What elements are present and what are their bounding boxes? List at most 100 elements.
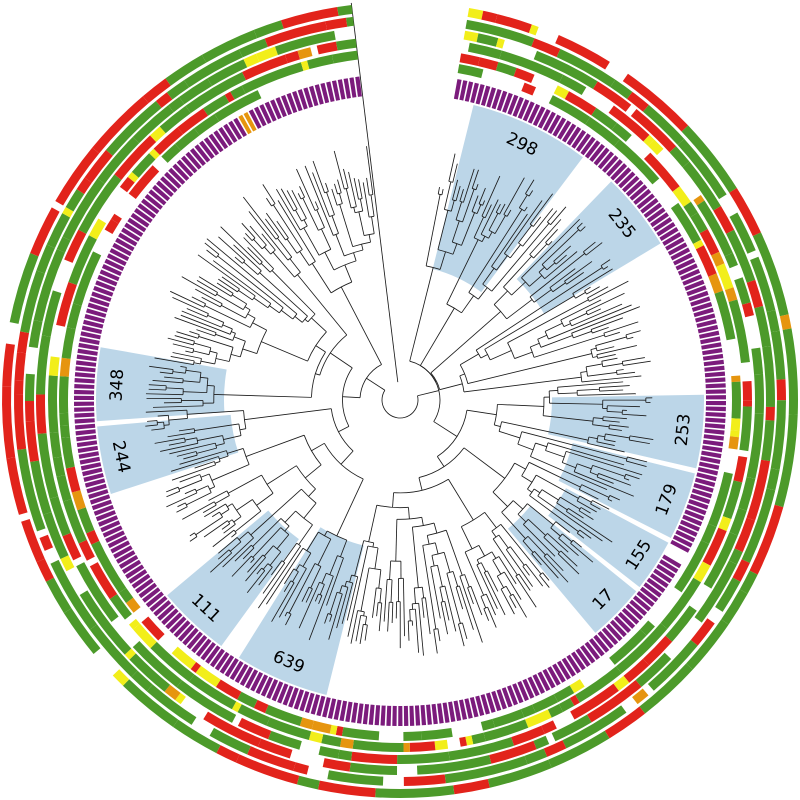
tree-arc — [585, 366, 588, 377]
tree-branch — [533, 488, 541, 494]
tree-branch — [452, 243, 458, 255]
tree-branch — [183, 391, 207, 394]
ring-segment — [62, 178, 105, 241]
tree-branch — [363, 611, 365, 616]
ring-cell — [177, 624, 195, 642]
tree-arc — [311, 351, 326, 398]
ring-cell — [679, 519, 700, 532]
ring-cell — [76, 440, 98, 448]
ring-segment — [59, 357, 71, 377]
tree-arc — [497, 571, 505, 577]
ring-segment — [129, 653, 171, 692]
tree-branch — [487, 606, 497, 628]
ring-cell — [83, 473, 104, 482]
ring-segment — [159, 105, 191, 134]
ring-segment — [50, 559, 98, 630]
ring-segment — [165, 54, 207, 86]
tree-branch — [452, 163, 458, 183]
ring-segment — [708, 471, 733, 527]
ring-segment — [60, 555, 75, 572]
tree-branch — [257, 545, 302, 609]
ring-segment — [729, 507, 747, 536]
ring-segment — [752, 232, 789, 317]
ring-segment — [750, 256, 776, 313]
ring-segment — [495, 14, 532, 33]
tree-branch — [340, 450, 354, 465]
ring-cell — [702, 353, 724, 361]
ring-segment — [112, 669, 130, 686]
ring-cell — [705, 383, 726, 389]
tree-branch — [252, 518, 282, 547]
tree-branch — [276, 188, 301, 231]
ring-cell — [459, 80, 468, 101]
tree-branch — [207, 384, 215, 387]
tree-branch — [302, 552, 312, 567]
ring-segment — [337, 749, 353, 761]
tree-branch — [492, 559, 502, 575]
ring-cell — [74, 372, 96, 378]
tree-arc — [236, 537, 242, 543]
tree-branch — [280, 309, 294, 320]
ring-segment — [665, 605, 697, 642]
tree-branch — [329, 614, 333, 622]
ring-segment — [351, 751, 398, 764]
ring-segment — [551, 714, 592, 742]
ring-cell — [621, 607, 640, 625]
tree-arc — [337, 192, 342, 195]
ring-cell — [310, 694, 320, 715]
tree-branch — [329, 555, 338, 575]
tree-branch — [170, 456, 219, 472]
tree-branch — [575, 292, 586, 299]
ring-cell — [250, 671, 264, 692]
tree-branch — [481, 236, 486, 242]
tree-branch — [439, 587, 444, 602]
tree-branch — [496, 255, 508, 271]
tree-branch — [481, 175, 501, 217]
ring-segment — [729, 212, 756, 254]
ring-cell — [218, 127, 233, 146]
tree-branch — [191, 296, 206, 305]
tree-branch — [596, 345, 638, 356]
tree-arc — [543, 553, 548, 557]
tree-arc — [545, 442, 549, 451]
tree-branch — [330, 352, 353, 369]
ring-segment — [403, 742, 410, 752]
clade-highlight-wedge — [548, 394, 704, 469]
ring-cell — [152, 184, 171, 202]
ring-segment — [700, 523, 717, 544]
ring-segment — [131, 670, 153, 692]
tree-arc — [242, 303, 248, 310]
tree-branch — [242, 348, 257, 354]
ring-segment — [264, 21, 328, 47]
tree-branch — [234, 510, 262, 532]
ring-cell — [610, 163, 628, 181]
ring-cell — [138, 582, 157, 599]
ring-segment — [477, 57, 499, 71]
tree-arc — [595, 345, 598, 351]
ring-cell — [584, 140, 601, 159]
tree-branch — [329, 592, 338, 615]
tree-branch — [184, 437, 197, 441]
ring-segment — [639, 663, 693, 714]
tree-branch — [584, 286, 591, 292]
tree-branch — [426, 535, 430, 545]
tree-arc — [427, 529, 447, 536]
tree-branch — [499, 203, 506, 215]
ring-cell — [89, 494, 111, 505]
ring-cell — [690, 296, 711, 307]
ring-cell — [512, 683, 524, 704]
tree-branch — [222, 537, 254, 568]
ring-segment — [465, 19, 535, 47]
tree-branch — [565, 450, 643, 476]
tree-arc — [225, 503, 230, 510]
tree-branch — [189, 532, 195, 537]
ring-segment — [133, 623, 157, 649]
tree-branch — [597, 354, 616, 359]
tree-branch — [378, 569, 382, 589]
tree-branch — [304, 165, 334, 236]
ring-cell — [203, 137, 220, 156]
tree-branch — [310, 566, 322, 589]
ring-segment — [329, 724, 338, 735]
ring-segment — [149, 148, 160, 160]
